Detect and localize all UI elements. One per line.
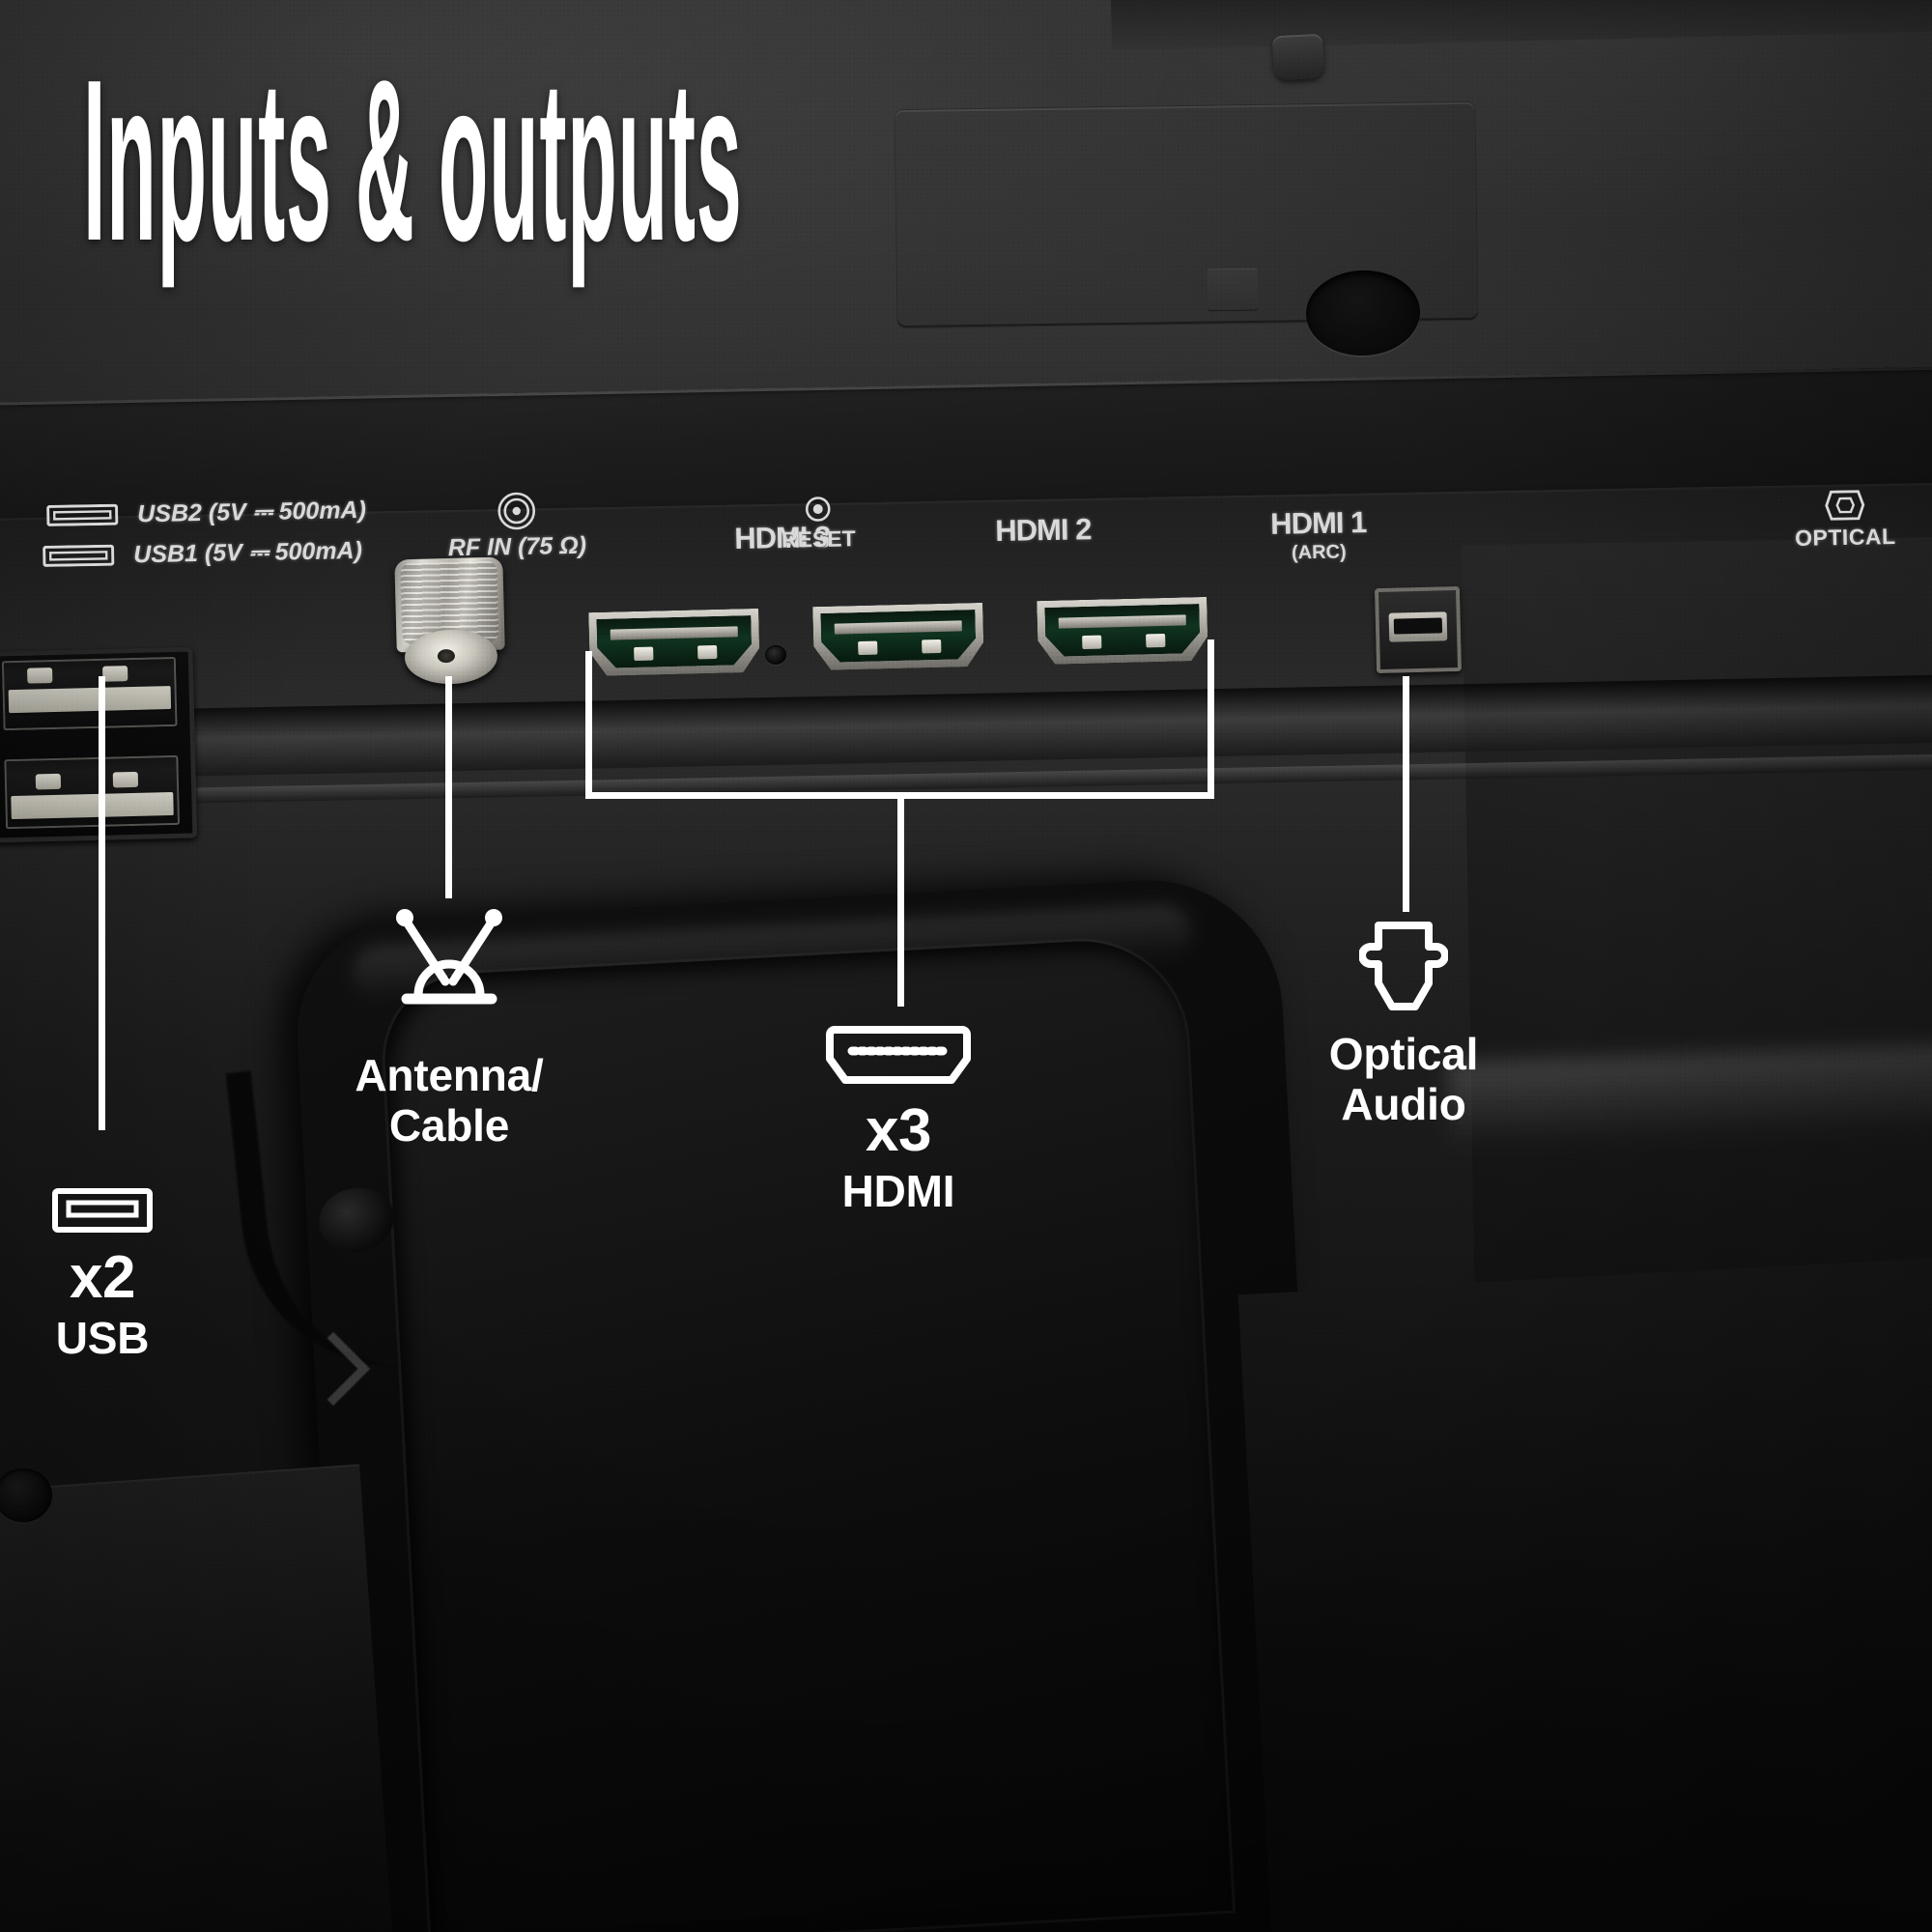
silk-label-optical: OPTICAL	[1794, 524, 1896, 551]
antenna-icon	[396, 909, 502, 1005]
silk-label-hdmi1: HDMI 1	[1269, 505, 1367, 541]
callout-optical-name: Optical Audio	[1328, 1029, 1479, 1129]
callout-hdmi-quantity: x3	[866, 1097, 931, 1164]
silk-hdmi1-row: HDMI 1 (ARC)	[1211, 504, 1425, 565]
callout-usb-quantity: x2	[70, 1244, 135, 1311]
plate-tab	[1207, 268, 1259, 312]
lower-left-panel	[0, 1463, 393, 1932]
optical-slot	[1388, 611, 1448, 642]
usb-port-2	[1, 656, 178, 731]
right-wall-highlight	[1447, 1043, 1932, 1150]
toslink-icon	[1359, 922, 1448, 1010]
leader-line-hdmi-left	[585, 651, 592, 798]
usb-pin	[35, 773, 62, 790]
callout-hdmi: x3 HDMI	[773, 1024, 1024, 1217]
callout-optical: Optical Audio	[1314, 920, 1493, 1129]
hdmi-pin	[634, 647, 653, 661]
usb-port-icon	[52, 1188, 153, 1233]
rf-coax-jack	[394, 556, 505, 688]
silk-label-usb2: USB2 (5V ⎓ 500mA)	[136, 496, 367, 528]
usb-pin	[102, 666, 128, 682]
callout-hdmi-name: HDMI	[841, 1166, 955, 1216]
silk-label-hdmi1-arc: (ARC)	[1291, 541, 1347, 564]
right-side-wall	[1462, 536, 1932, 1319]
usb-port-icon	[43, 544, 115, 567]
hdmi-port-2	[812, 603, 984, 670]
reset-pinhole-icon	[805, 497, 831, 522]
coax-jack-icon	[497, 492, 536, 530]
silk-label-reset: RESET	[781, 526, 856, 553]
page-title: Inputs & outputs	[83, 33, 743, 289]
usb-pin	[27, 668, 53, 684]
hdmi-port-3	[588, 609, 760, 676]
hdmi-pin	[858, 641, 877, 655]
hdmi-pin	[1146, 634, 1165, 647]
optical-diamond-icon	[1825, 490, 1865, 521]
hdmi-cavity	[820, 610, 976, 663]
leader-line-optical	[1403, 676, 1409, 912]
usb-tongue	[11, 791, 174, 820]
callout-usb: x2 USB	[0, 1188, 205, 1364]
callout-antenna-name: Antenna/ Cable	[355, 1050, 544, 1151]
usb-tongue	[8, 686, 172, 714]
hdmi-port-1-arc	[1037, 597, 1208, 665]
hdmi-connector-icon	[826, 1026, 971, 1084]
silk-label-hdmi2: HDMI 2	[995, 512, 1092, 548]
usb-port-icon	[46, 503, 119, 526]
silk-label-rfin: RF IN (75 Ω)	[447, 531, 587, 562]
hdmi-pin	[922, 639, 941, 653]
callout-usb-name: USB	[55, 1313, 150, 1363]
lower-left-port-hole	[0, 1468, 52, 1522]
optical-toslink-port	[1374, 585, 1463, 674]
hdmi-contact-bar	[1059, 614, 1186, 628]
leader-line-antenna	[445, 676, 452, 898]
lower-right-shadow	[1237, 1256, 1932, 1932]
silk-optical-row: OPTICAL	[1772, 488, 1918, 551]
hdmi-contact-bar	[835, 620, 962, 634]
usb-port-1	[4, 754, 181, 830]
silk-reset-row: RESET	[765, 495, 872, 553]
hdmi-cavity	[596, 615, 752, 668]
hdmi-pin	[697, 645, 717, 659]
leader-line-usb	[99, 676, 105, 1130]
rear-knob	[1271, 33, 1325, 81]
hdmi-contact-bar	[611, 626, 738, 639]
usb-pin	[112, 771, 139, 788]
hdmi-pin	[1082, 636, 1101, 649]
silk-label-usb1: USB1 (5V ⎓ 500mA)	[132, 536, 363, 569]
leader-line-hdmi-right	[1208, 639, 1214, 798]
hdmi-cavity	[1044, 604, 1200, 657]
silk-rfin-row: RF IN (75 Ω)	[434, 489, 599, 562]
callout-antenna: Antenna/ Cable	[319, 906, 580, 1151]
leader-line-hdmi-stem	[897, 792, 904, 1007]
